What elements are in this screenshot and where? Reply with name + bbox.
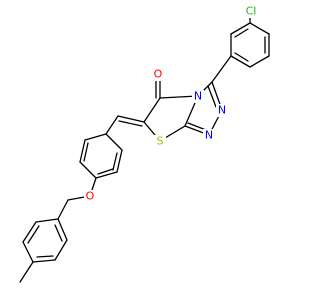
chlorine-atom: Cl	[243, 5, 259, 18]
chlorine-label: Cl	[246, 5, 257, 18]
ketone-oxygen-label: O	[154, 68, 163, 81]
atom-label-layer: Cl O N N N S O	[84, 5, 259, 203]
ether-oxygen-label: O	[86, 190, 95, 203]
sulfur-atom: S	[154, 135, 166, 148]
bond-layer	[19, 13, 270, 283]
ring-nitrogen-atom: N	[192, 90, 204, 103]
ether-oxygen-atom: O	[84, 190, 96, 203]
molecule-structure-diagram: Cl O N N N S O	[19, 5, 270, 283]
ketone-oxygen-atom: O	[152, 68, 164, 81]
triazole-nitrogen-top-label: N	[218, 104, 226, 117]
sulfur-label: S	[157, 135, 164, 148]
triazole-nitrogen-bottom-label: N	[205, 129, 213, 142]
triazole-nitrogen-bottom-atom: N	[203, 129, 215, 142]
triazole-nitrogen-top-atom: N	[216, 104, 228, 117]
ring-nitrogen-label: N	[194, 90, 202, 103]
